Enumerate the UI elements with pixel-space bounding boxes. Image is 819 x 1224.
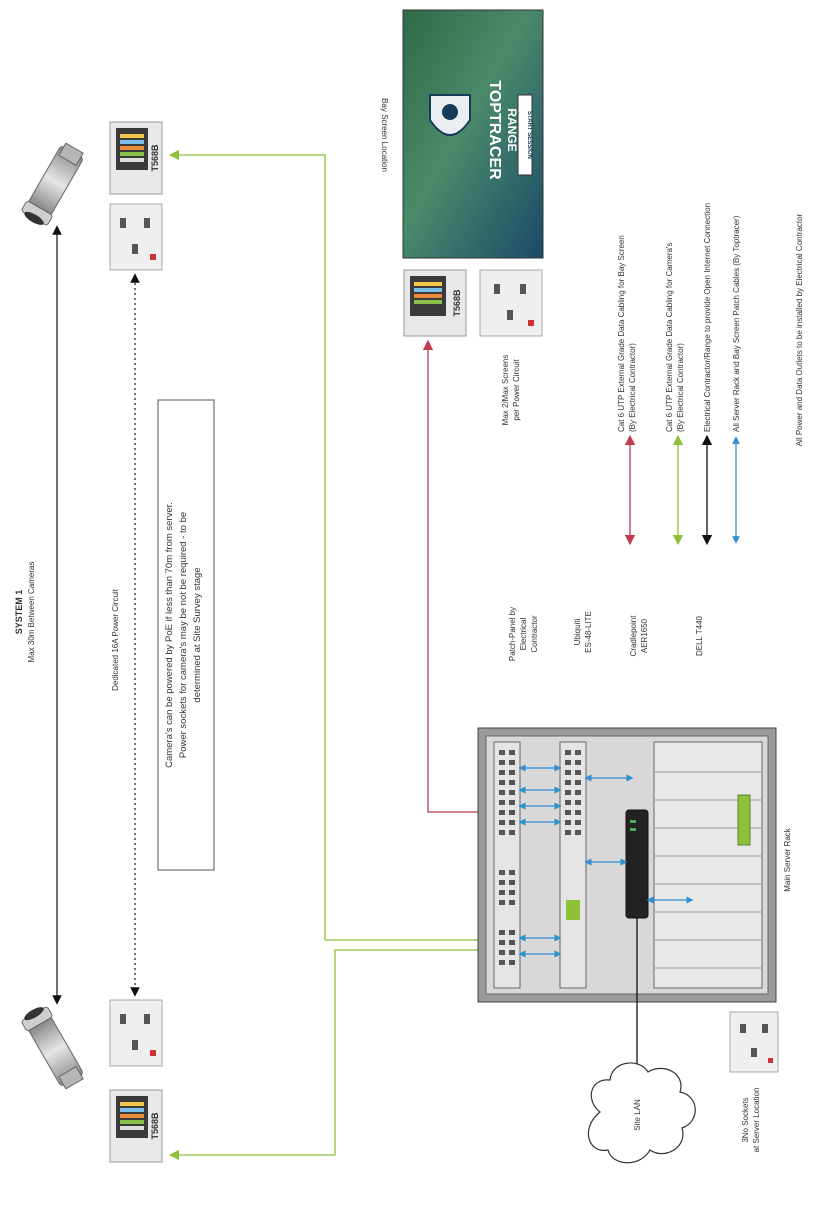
camera-cable-top	[168, 149, 478, 941]
power-circuit-label: Dedicated 16A Power Circuit	[111, 588, 120, 691]
patch-panel-label-1: Patch-Panel by	[508, 607, 517, 661]
server-rack	[477, 727, 777, 1003]
power-socket-bottom-icon	[109, 999, 163, 1067]
server-sockets-line1: 3No Sockets	[741, 1097, 750, 1142]
power-socket-bay-icon	[479, 269, 543, 337]
rack-title: Main Server Rack	[783, 827, 792, 892]
bay-screen-cable	[422, 339, 480, 813]
max-screens-line2: per Power Circuit	[512, 359, 521, 421]
power-socket-top-icon	[109, 203, 163, 271]
rj45-jack-bay-icon: T568B	[403, 269, 467, 337]
bay-screen: TOPTRACER RANGE START SESSION	[402, 9, 544, 259]
server-power-socket-icon	[729, 1011, 779, 1073]
rj45-jack-top-icon: T568B	[109, 121, 163, 195]
bay-screen-brand-2: RANGE	[505, 108, 519, 151]
jack-label-bay: T568B	[452, 289, 462, 317]
dell-server	[653, 741, 763, 989]
poe-note-line2: Power sockets for camera's may be not be…	[178, 512, 189, 758]
footer-note: All Power and Data Outlets to be install…	[795, 213, 804, 446]
cradlepoint-label-2: AER1650	[640, 618, 649, 653]
patch-cables	[518, 764, 694, 958]
network-switch	[559, 741, 587, 989]
jack-label-bottom: T568B	[150, 1112, 160, 1140]
legend-red-line1: Cat 6 UTP External Grade Data Cabling fo…	[617, 235, 626, 432]
server-sockets-line2: at Server Location	[752, 1088, 761, 1153]
legend-red-line2: (By Electrical Contractor)	[628, 343, 637, 432]
system-title: SYSTEM 1	[14, 590, 24, 635]
bay-screen-brand-1: TOPTRACER	[486, 80, 503, 180]
max-screens-line1: Max 2/Max Screens	[501, 355, 510, 426]
camera-cable-bottom	[168, 949, 478, 1161]
bay-screen-button: START SESSION	[526, 111, 532, 159]
system-subtitle: Max 30m Between Cameras	[27, 562, 36, 663]
legend-blue-line1: All Server Rack and Bay Screen Patch Cab…	[732, 215, 741, 432]
poe-note-box	[157, 399, 215, 871]
patch-panel-label-3: Contractor	[530, 615, 539, 653]
legend-green-line1: Cat 6 UTP External Grade Data Cabling fo…	[665, 243, 674, 432]
jack-label-top: T568B	[150, 144, 160, 172]
site-lan-label: Site LAN	[633, 1099, 642, 1131]
bay-screen-location-label: Bay Screen Location	[380, 98, 389, 172]
legend: Cat 6 UTP External Grade Data Cabling fo…	[617, 203, 741, 546]
legend-green-line2: (By Electrical Contractor)	[676, 343, 685, 432]
site-lan-cloud	[587, 1062, 696, 1164]
camera-bottom-icon	[21, 1006, 84, 1090]
switch-label-2: ES-48-LITE	[584, 611, 593, 653]
poe-note-line1: Camera's can be powered by PoE if less t…	[164, 502, 175, 768]
legend-black-line1: Electrical Contractor/Range to provide O…	[703, 203, 712, 432]
patch-panel	[493, 741, 521, 989]
patch-panel-label-2: Electrical	[519, 618, 528, 651]
cradlepoint-router	[625, 809, 649, 919]
rj45-jack-bottom-icon: T568B	[109, 1089, 163, 1163]
camera-top-icon	[21, 142, 84, 226]
cradlepoint-label-1: Cradlepoint	[629, 615, 638, 657]
switch-label-1: Ubiquiti	[573, 618, 582, 645]
poe-note-line3: determined at Site Survey stage	[192, 567, 203, 702]
server-label: DELL T440	[695, 615, 704, 656]
